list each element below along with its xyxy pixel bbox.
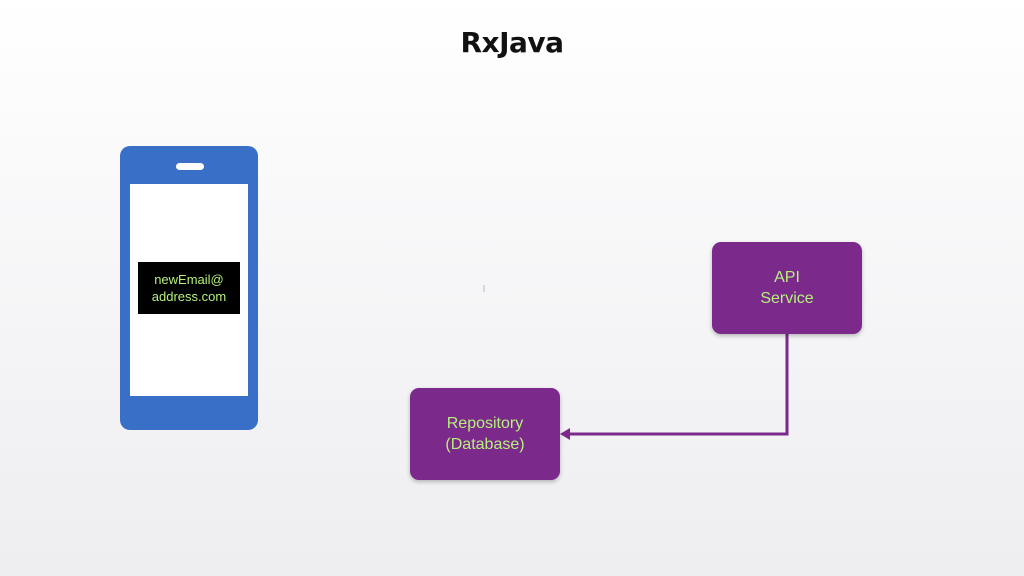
email-line-1: newEmail@ <box>154 272 224 287</box>
repository-node-line-2: (Database) <box>445 436 525 453</box>
connector-arrowhead <box>560 428 570 440</box>
email-card: newEmail@ address.com <box>138 262 240 314</box>
phone-screen: newEmail@ address.com <box>130 184 248 396</box>
repository-node-line-1: Repository <box>446 415 524 432</box>
phone-speaker <box>176 163 204 170</box>
slide-title: RxJava <box>460 26 564 59</box>
phone-illustration: newEmail@ address.com <box>120 146 258 430</box>
repository-node: Repository (Database) <box>410 388 560 480</box>
email-line-2: address.com <box>151 289 227 304</box>
stray-mark <box>483 285 485 292</box>
api-node-line-2: Service <box>760 290 814 307</box>
api-service-node: API Service <box>712 242 862 334</box>
connector-line <box>568 334 789 436</box>
api-node-line-1: API <box>774 269 800 286</box>
